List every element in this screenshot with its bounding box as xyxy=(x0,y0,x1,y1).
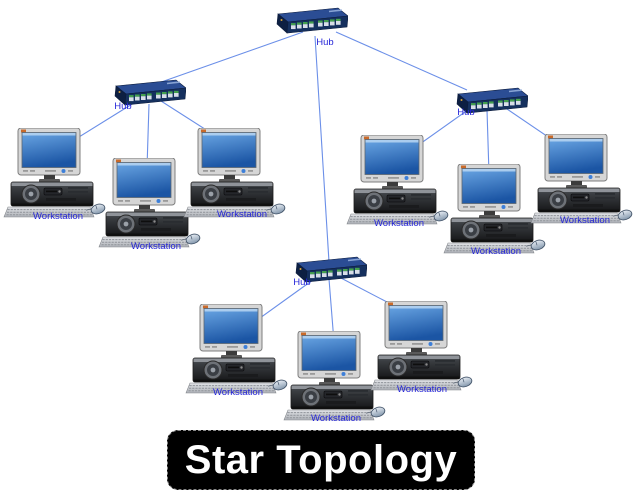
connection-hub-top-hub-bottom xyxy=(314,35,330,263)
hub-device-icon xyxy=(272,7,348,34)
workstation-icon xyxy=(182,128,286,220)
workstation-label: Workstation xyxy=(374,218,424,229)
ws-9-node[interactable]: Workstation xyxy=(369,301,473,395)
connection-hub-right-ws-5 xyxy=(486,109,490,175)
workstation-icon xyxy=(2,128,106,220)
ws-4-node[interactable]: Workstation xyxy=(345,135,449,229)
connection-hub-left-ws-2 xyxy=(146,103,150,169)
connection-hub-top-hub-left xyxy=(149,31,304,87)
ws-5-node[interactable]: Workstation xyxy=(442,164,546,257)
connection-hub-top-hub-right xyxy=(335,31,468,91)
ws-7-node[interactable]: Workstation xyxy=(184,304,288,398)
workstation-label: Workstation xyxy=(213,387,263,398)
workstation-label: Workstation xyxy=(397,384,447,395)
hub-label: Hub xyxy=(316,37,334,48)
workstation-label: Workstation xyxy=(217,209,267,220)
workstation-icon xyxy=(345,135,449,227)
hub-right-node[interactable]: Hub xyxy=(452,87,528,118)
hub-label: Hub xyxy=(457,107,475,118)
ws-1-node[interactable]: Workstation xyxy=(2,128,106,222)
ws-6-node[interactable]: Workstation xyxy=(529,134,633,226)
workstation-label: Workstation xyxy=(471,246,521,257)
ws-2-node[interactable]: Workstation xyxy=(97,158,201,252)
hub-bottom-node[interactable]: Hub xyxy=(291,256,367,288)
diagram-title: Star Topology xyxy=(184,437,458,482)
ws-8-node[interactable]: Workstation xyxy=(282,331,386,424)
diagram-title-box[interactable]: Star Topology xyxy=(167,430,475,490)
workstation-icon xyxy=(184,304,288,396)
ws-3-node[interactable]: Workstation xyxy=(182,128,286,220)
hub-label: Hub xyxy=(114,101,132,112)
workstation-icon xyxy=(529,134,633,226)
workstation-label: Workstation xyxy=(311,413,361,424)
workstation-icon xyxy=(369,301,473,393)
hub-top-node[interactable]: Hub xyxy=(272,7,348,48)
hub-left-node[interactable]: Hub xyxy=(110,79,186,112)
workstation-label: Workstation xyxy=(33,211,83,222)
workstation-label: Workstation xyxy=(131,241,181,252)
hub-label: Hub xyxy=(293,277,311,288)
workstation-label: Workstation xyxy=(560,215,610,226)
